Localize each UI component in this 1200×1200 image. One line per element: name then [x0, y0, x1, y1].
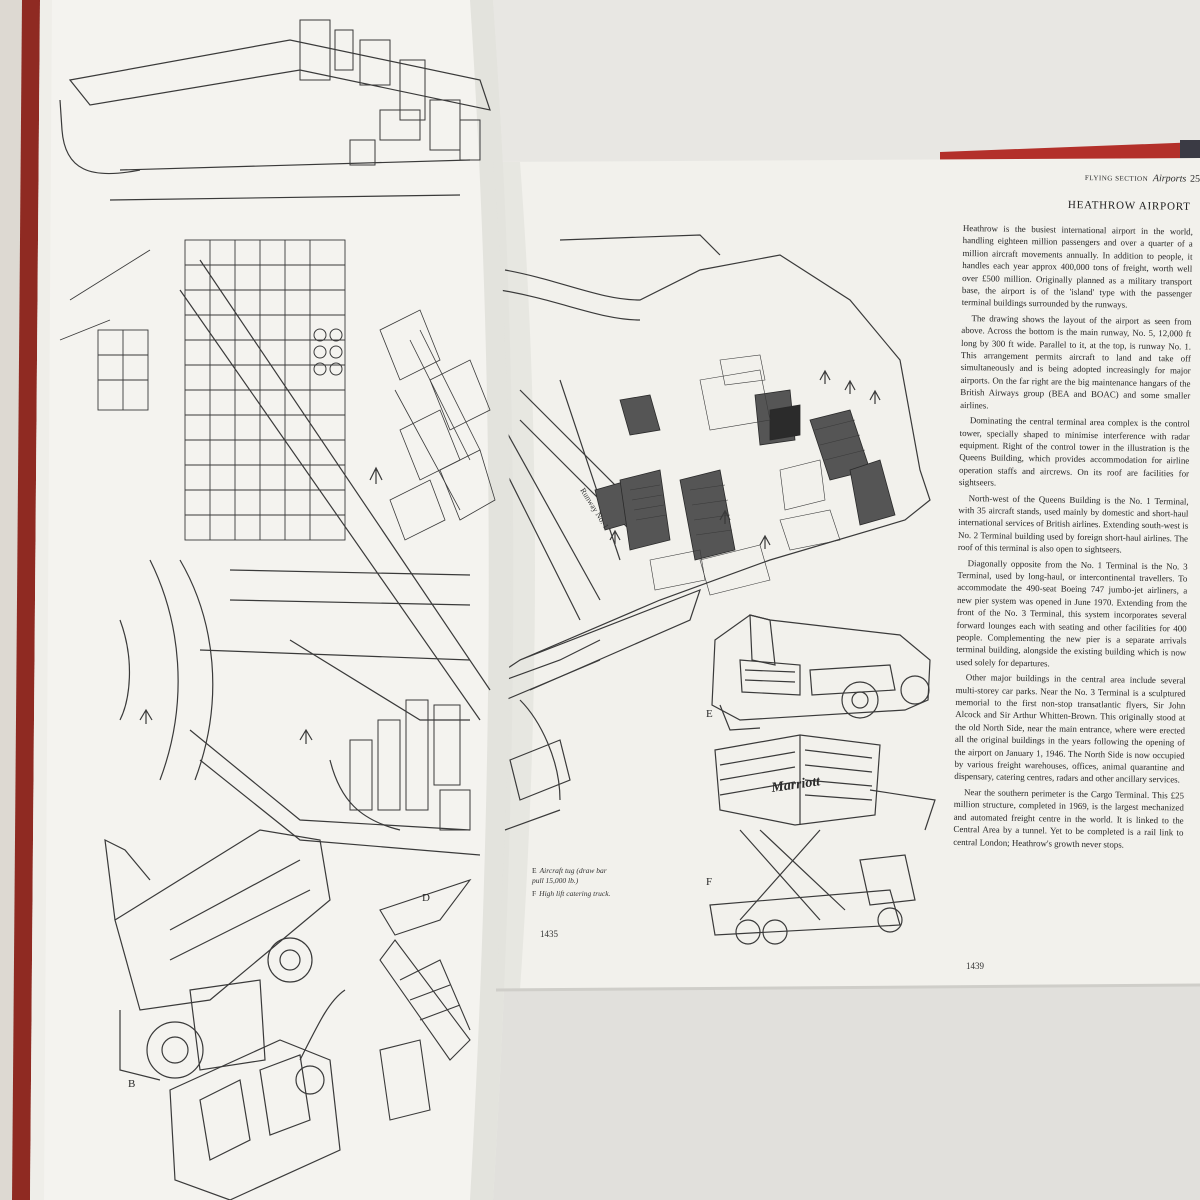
- caption-letter: E: [532, 866, 537, 875]
- header-number: 25: [1189, 173, 1200, 185]
- paragraph: Other major buildings in the central are…: [954, 672, 1186, 785]
- paragraph: Diagonally opposite from the No. 1 Termi…: [956, 557, 1188, 669]
- figure-label-f: F: [706, 876, 713, 888]
- vehicle-e-aircraft-tug: [711, 614, 931, 731]
- caption-letter: F: [532, 889, 537, 898]
- right-page: [493, 158, 1200, 990]
- page-number-left: 1435: [540, 929, 558, 939]
- paragraph: Dominating the central terminal area com…: [958, 415, 1190, 488]
- paragraph: North-west of the Queens Building is the…: [957, 492, 1189, 555]
- article-title: HEATHROW AIRPORT: [1067, 199, 1191, 213]
- paragraph: Near the southern perimeter is the Cargo…: [953, 786, 1185, 850]
- running-header: FLYING SECTION Airports 25: [1084, 172, 1200, 188]
- vehicle-c: [169, 989, 346, 1200]
- vehicle-b-fuel-truck: [104, 829, 331, 1081]
- caption-text: High lift catering truck.: [539, 889, 611, 898]
- airport-plan-left: [59, 19, 496, 1200]
- caption-text: Aircraft tug (draw bar pull 15,000 lb.): [532, 866, 607, 885]
- article-body: Heathrow is the busiest international ai…: [952, 222, 1193, 948]
- figure-label-b: B: [128, 1078, 136, 1090]
- paragraph: The drawing shows the layout of the airp…: [960, 312, 1192, 411]
- catering-truck-sign: Marriott: [769, 774, 822, 796]
- left-page: [40, 0, 514, 1200]
- figure-label-d: D: [422, 892, 430, 904]
- section-label: FLYING SECTION: [1084, 173, 1149, 183]
- vehicle-d: [379, 878, 472, 1121]
- paragraph: Heathrow is the busiest international ai…: [961, 222, 1193, 311]
- header-title: Airports: [1152, 173, 1187, 185]
- figure-label-e: E: [706, 708, 713, 720]
- airport-plan-right: [495, 234, 1200, 992]
- page-number-right: 1439: [966, 961, 984, 971]
- vehicle-f-catering-truck: [709, 734, 936, 945]
